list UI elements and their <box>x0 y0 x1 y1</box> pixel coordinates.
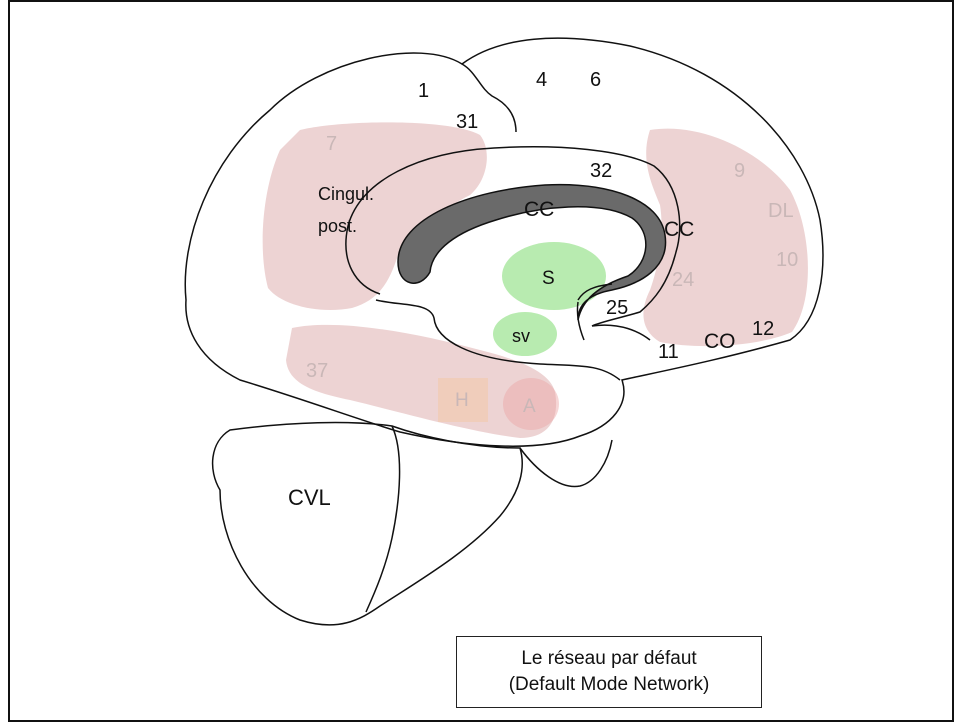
label-hippocampus: H <box>455 390 469 411</box>
label-area-12: 12 <box>752 318 774 340</box>
label-cingul-line2: post. <box>318 216 357 236</box>
brainstem-line-2 <box>520 440 612 487</box>
label-area-4: 4 <box>536 69 547 91</box>
caption-line2: (Default Mode Network) <box>509 672 710 698</box>
caption-box: Le réseau par défaut (Default Mode Netwo… <box>456 636 762 708</box>
orbital-sulcus <box>592 325 650 340</box>
label-area-1: 1 <box>418 80 429 102</box>
label-amygdala: A <box>523 396 536 417</box>
cerebellum-outline <box>213 423 523 625</box>
label-cc-front: CC <box>664 218 694 241</box>
label-area-6: 6 <box>590 69 601 91</box>
label-area-co: CO <box>704 330 736 353</box>
brainstem-line-1 <box>366 426 400 612</box>
label-striatum: S <box>542 268 555 289</box>
caption-line1: Le réseau par défaut <box>521 646 696 672</box>
label-area-dl: DL <box>768 200 794 222</box>
label-area-37: 37 <box>306 360 328 382</box>
label-ventral-striatum: sv <box>512 326 530 346</box>
label-area-24: 24 <box>672 269 694 291</box>
label-area-9: 9 <box>734 160 745 182</box>
label-area-31: 31 <box>456 111 478 133</box>
label-cc-top: CC <box>524 198 554 221</box>
label-area-11: 11 <box>658 341 679 363</box>
label-area-7: 7 <box>326 133 337 155</box>
label-area-25: 25 <box>606 297 628 319</box>
label-area-10: 10 <box>776 249 798 271</box>
label-cingul-line1: Cingul. <box>318 184 374 204</box>
label-cerebellum: CVL <box>288 485 331 510</box>
label-area-32: 32 <box>590 160 612 182</box>
